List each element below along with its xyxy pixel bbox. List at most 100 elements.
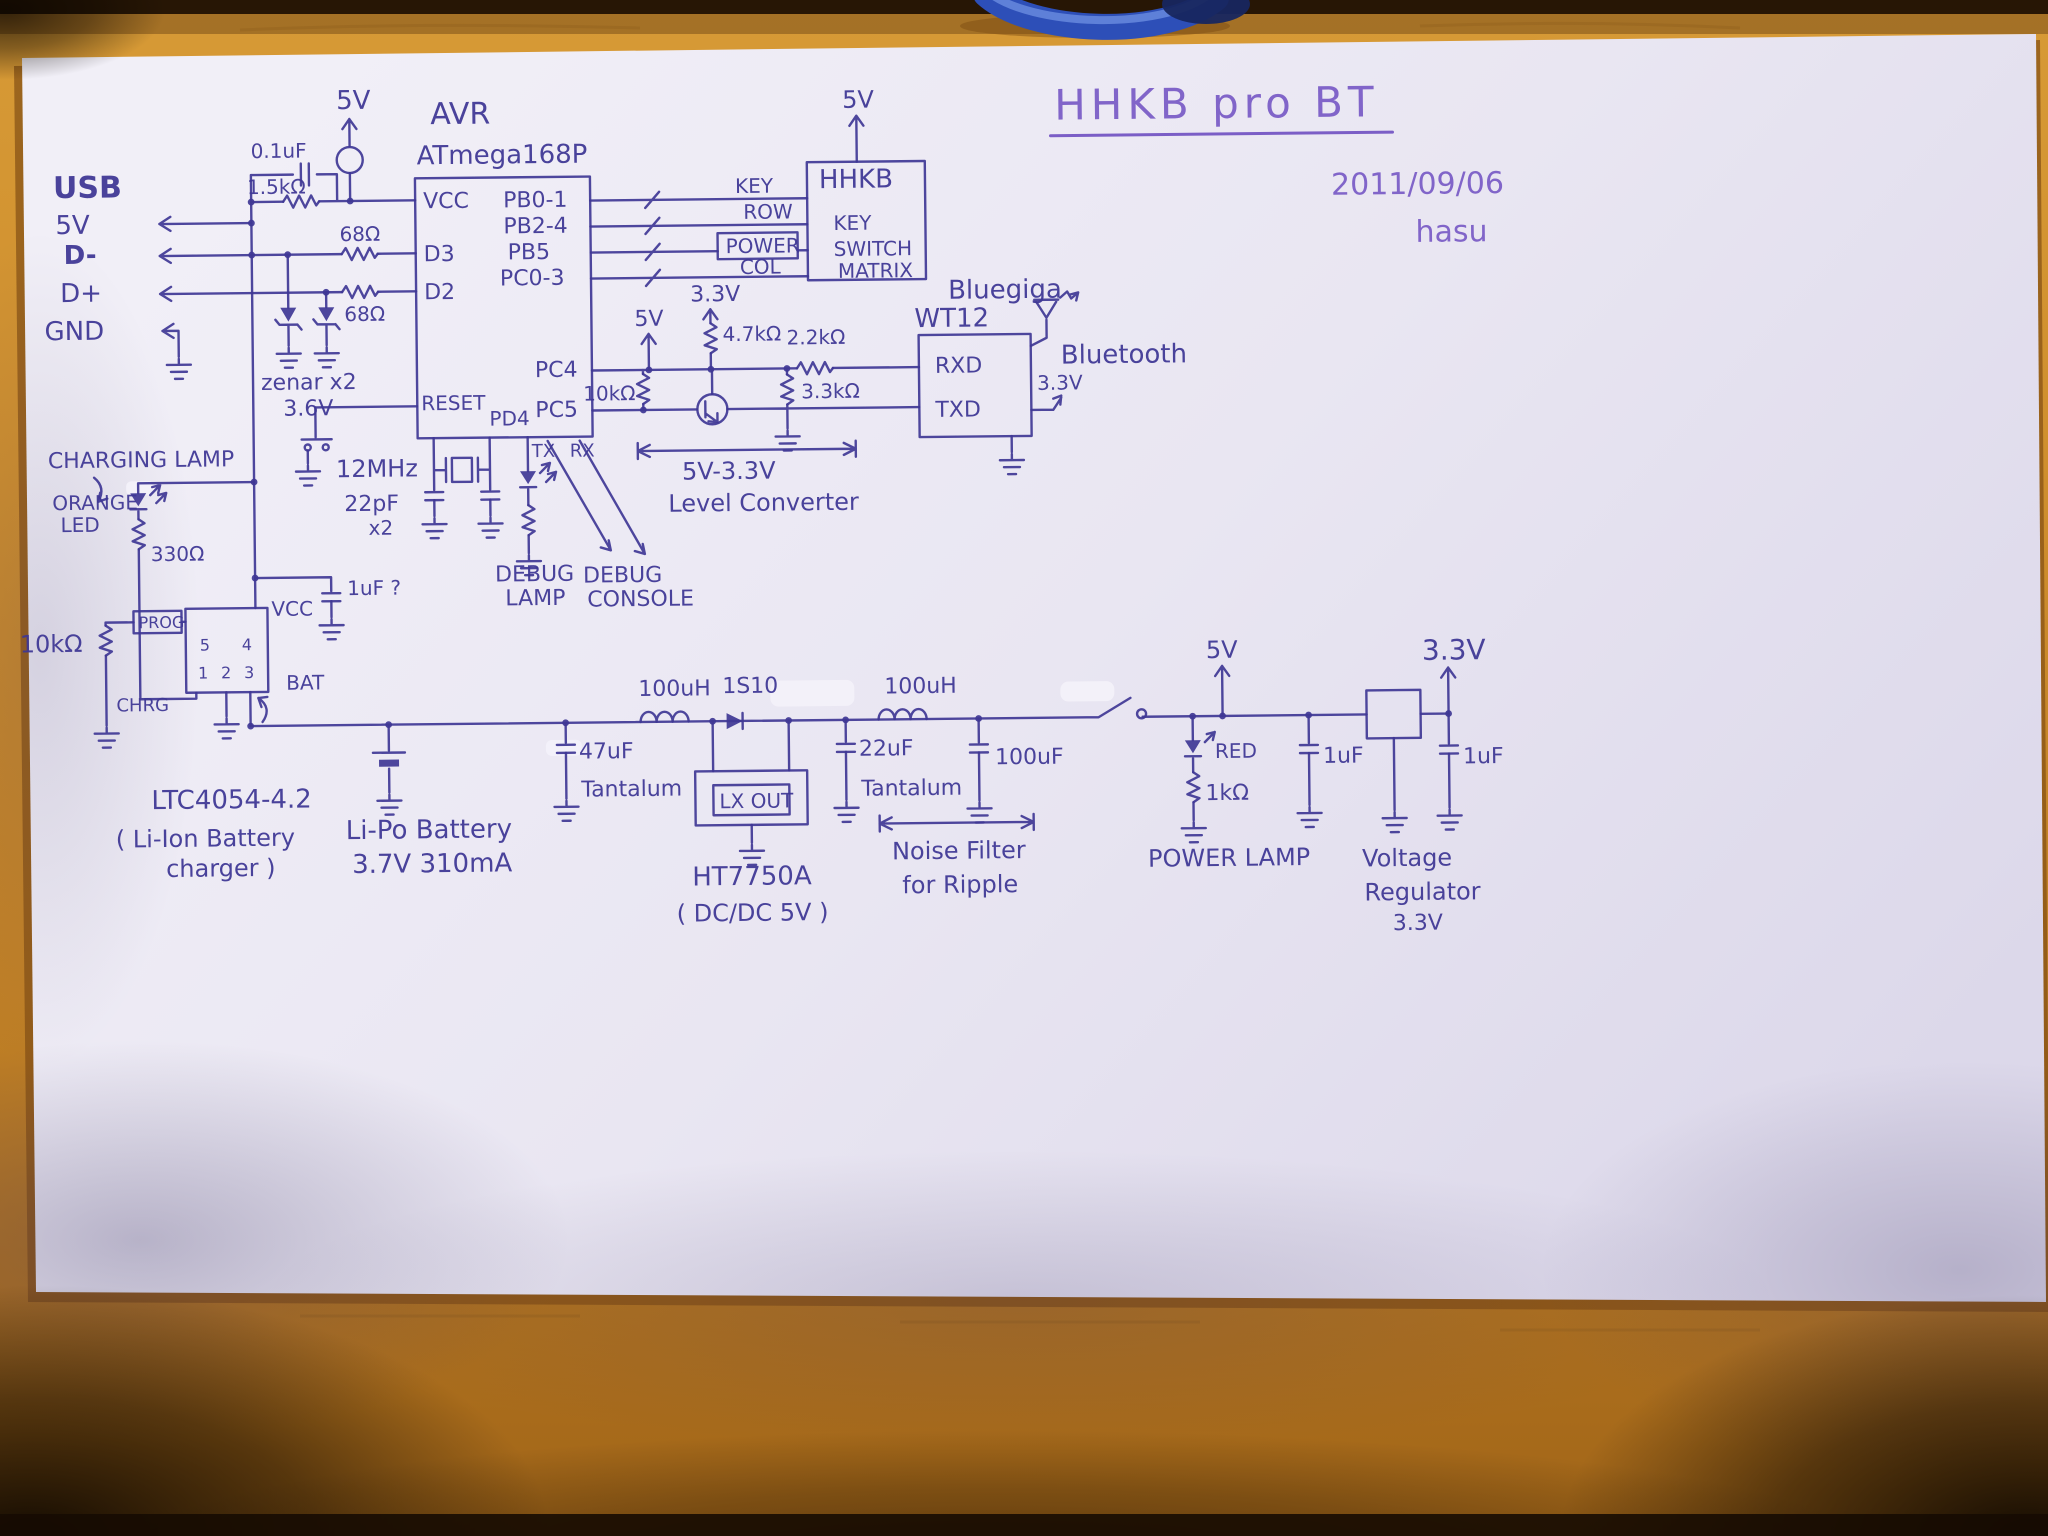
crystal-wires (432, 436, 492, 518)
bt-3v3: 3.3V (1037, 370, 1083, 394)
sig-key: KEY (735, 174, 774, 198)
hhkb-name: HHKB (819, 164, 893, 195)
ht7750-box (693, 769, 809, 827)
regulator-gnd-wire (1392, 736, 1396, 812)
lx-out-label: LX OUT (719, 788, 794, 813)
res-10k-label: 10kΩ (20, 630, 83, 659)
bt-txd: TXD (934, 397, 981, 422)
debug-console-wires (546, 439, 647, 556)
zener-label: zenar x2 (261, 370, 357, 396)
cap-load-label: 22pF (344, 492, 399, 518)
pin-prog: PROG (138, 613, 184, 632)
cap-47uf-type: Tantalum (580, 777, 682, 803)
pin-bat: BAT (286, 670, 325, 694)
matrix-3: MATRIX (838, 258, 914, 283)
rail-wires (249, 696, 1450, 728)
battery-name: Li-Po Battery (346, 814, 513, 846)
lc-3v3: 3.3V (690, 282, 740, 308)
wt12-box (917, 332, 1033, 439)
page-title: HHKB pro BT (1054, 77, 1379, 129)
bus-wires (588, 190, 810, 288)
res-1k-label: 1kΩ (1205, 781, 1249, 806)
usb-section: USB 5V D- D+ GND 68Ω 68Ω (44, 170, 418, 381)
cap-1uf-label: 1uF ? (347, 576, 401, 601)
avr-pc4: PC4 (535, 358, 578, 383)
pin-1: 1 (198, 664, 208, 683)
crystal-section: 12MHz 22pF x2 (336, 436, 504, 540)
reg-caption-2: Regulator (1364, 877, 1481, 906)
power-input-section: 5V 0.1uF 1.5kΩ zenar x2 3.6V (247, 86, 417, 610)
power-lamp-caption: POWER LAMP (1148, 843, 1310, 873)
lc-10k-label: 10kΩ (583, 381, 636, 406)
cap-out-label: 1uF (1463, 744, 1504, 769)
noise-filter-1: Noise Filter (892, 836, 1026, 865)
cap-47uf-label: 47uF (579, 739, 634, 765)
avr-heading: AVR (430, 97, 490, 133)
usb-dplus-label: D+ (60, 279, 102, 309)
diode-1s10 (726, 713, 743, 730)
orange-led-1: ORANGE (52, 490, 138, 515)
pin-vcc: VCC (271, 596, 313, 620)
out-3v3-wires (1440, 666, 1457, 809)
level-converter-section: 5V 3.3V 4.7kΩ 2.2kΩ 3.3kΩ 10kΩ 5V-3.3V L… (583, 282, 921, 518)
res-pullup-label: 1.5kΩ (247, 174, 306, 199)
cap-load-qty: x2 (368, 516, 393, 540)
bluetooth-section: Bluegiga WT12 RXD TXD Bluetooth 3.3V (914, 275, 1188, 476)
led-color-label: RED (1215, 739, 1257, 763)
zener-voltage: 3.6V (283, 396, 333, 422)
title-block: HHKB pro BT 2011/09/06 hasu (1049, 77, 1504, 250)
lc-range: 5V-3.3V (682, 457, 776, 486)
reset-wires (300, 405, 419, 465)
noise-bracket (878, 812, 1035, 833)
cap-in-label: 1uF (1323, 743, 1364, 768)
avr-d3: D3 (424, 242, 455, 267)
zener-wires (274, 253, 341, 347)
lc-2k2-label: 2.2kΩ (786, 325, 845, 350)
power-switch (1135, 708, 1148, 720)
lc-5v: 5V (634, 307, 663, 332)
avr-pc5: PC5 (535, 398, 578, 423)
pin-chrg: CHRG (116, 695, 169, 717)
usb-heading: USB (53, 170, 122, 206)
sig-col: COL (740, 255, 782, 279)
sig-power: POWER (726, 233, 800, 258)
regulator-section: 1uF 1uF 3.3V Voltage Regulator 3.3V (1296, 633, 1504, 937)
avr-box (413, 175, 594, 440)
avr-vcc: VCC (423, 189, 469, 214)
debug-lamp-1: DEBUG (495, 562, 574, 588)
author-label: hasu (1415, 214, 1487, 250)
orange-led-2: LED (60, 513, 99, 537)
battery-wires (371, 723, 407, 794)
hhkb-section: HHKB KEY SWITCH MATRIX 5V (805, 86, 928, 283)
lx-out-box (712, 783, 791, 817)
bt-vendor: Bluegiga (948, 275, 1062, 306)
vcc-rail-wires (249, 117, 417, 610)
cap-1uf-wires (253, 576, 333, 619)
res68-2-label: 68Ω (344, 302, 385, 326)
paper (22, 34, 2046, 1302)
debug-led (519, 471, 536, 485)
bt-rxd: RXD (935, 353, 983, 378)
charging-lamp-caption: CHARGING LAMP (48, 447, 235, 474)
dcdc-desc: ( DC/DC 5V ) (676, 898, 828, 928)
bt-caption: Bluetooth (1061, 339, 1188, 370)
charger-desc-1: ( Li-Ion Battery (116, 824, 295, 854)
junction-dots (247, 197, 1452, 730)
avr-pd4: PD4 (489, 406, 529, 430)
avr-part: ATmega168P (417, 140, 588, 172)
blue-cable (960, 0, 1250, 40)
avr-pc03: PC0-3 (500, 266, 565, 292)
sig-rx: RX (570, 440, 595, 461)
bat-wires (225, 690, 269, 728)
power-rail (249, 696, 1450, 728)
power-switch-transistor (335, 145, 364, 175)
cap-bypass-label: 0.1uF (251, 138, 307, 163)
reg-caption-3: 3.3V (1393, 911, 1443, 937)
pin-2: 2 (221, 663, 231, 682)
matrix-2: SWITCH (834, 236, 913, 261)
sig-row: ROW (743, 199, 793, 224)
debug-lamp-2: LAMP (505, 586, 565, 612)
